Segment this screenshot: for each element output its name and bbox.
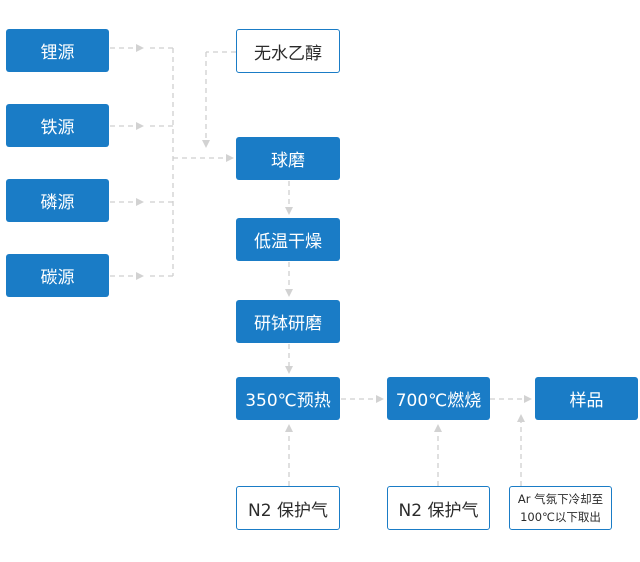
calcine-700-label: 700℃燃烧 <box>395 391 482 411</box>
phosphorus-source-label: 磷源 <box>40 193 75 213</box>
n2-protection-label-2: N2 保护气 <box>398 500 479 521</box>
mortar-grinding-box: 研钵研磨 <box>236 300 340 343</box>
argon-cooling-box: Ar 气氛下冷却至 100℃以下取出 <box>509 486 612 530</box>
lithium-source-label: 锂源 <box>40 43 75 63</box>
n2-protection-box-1: N2 保护气 <box>236 486 340 530</box>
lithium-source-box: 锂源 <box>6 29 109 72</box>
argon-cooling-line-2: 100℃以下取出 <box>520 510 601 524</box>
argon-cooling-line-1: Ar 气氛下冷却至 <box>517 492 604 506</box>
calcine-700-box: 700℃燃烧 <box>387 377 490 420</box>
low-temp-drying-box: 低温干燥 <box>236 218 340 261</box>
anhydrous-ethanol-box: 无水乙醇 <box>236 29 340 73</box>
iron-source-label: 铁源 <box>40 118 75 138</box>
ball-milling-label: 球磨 <box>271 151 305 171</box>
n2-protection-box-2: N2 保护气 <box>387 486 490 530</box>
preheat-350-label: 350℃预热 <box>245 391 331 411</box>
iron-source-box: 铁源 <box>6 104 109 147</box>
mortar-grinding-label: 研钵研磨 <box>254 314 322 334</box>
carbon-source-box: 碳源 <box>6 254 109 297</box>
low-temp-drying-label: 低温干燥 <box>254 232 322 252</box>
sample-label: 样品 <box>569 391 604 411</box>
anhydrous-ethanol-label: 无水乙醇 <box>254 43 322 64</box>
phosphorus-source-box: 磷源 <box>6 179 109 222</box>
carbon-source-label: 碳源 <box>40 268 75 288</box>
preheat-350-box: 350℃预热 <box>236 377 340 420</box>
n2-protection-label-1: N2 保护气 <box>248 500 328 521</box>
sample-box: 样品 <box>535 377 638 420</box>
ball-milling-box: 球磨 <box>236 137 340 180</box>
